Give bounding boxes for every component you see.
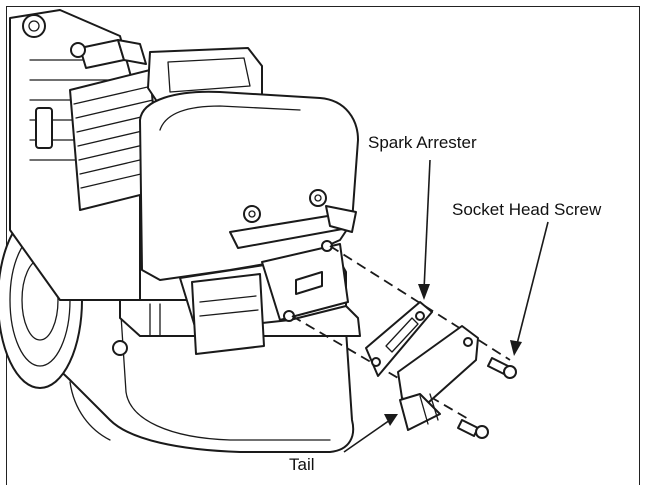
tail-label: Tail: [289, 455, 315, 474]
leader-arrows: [343, 159, 549, 453]
socket-head-screw-icon: [457, 357, 517, 439]
spark-arrester-label: Spark Arrester: [368, 133, 477, 152]
engine-illustration: [0, 9, 361, 453]
spark-arrester-gasket: [365, 301, 433, 377]
socket-head-screw-label: Socket Head Screw: [452, 200, 602, 219]
muffler-cover: [397, 325, 479, 431]
